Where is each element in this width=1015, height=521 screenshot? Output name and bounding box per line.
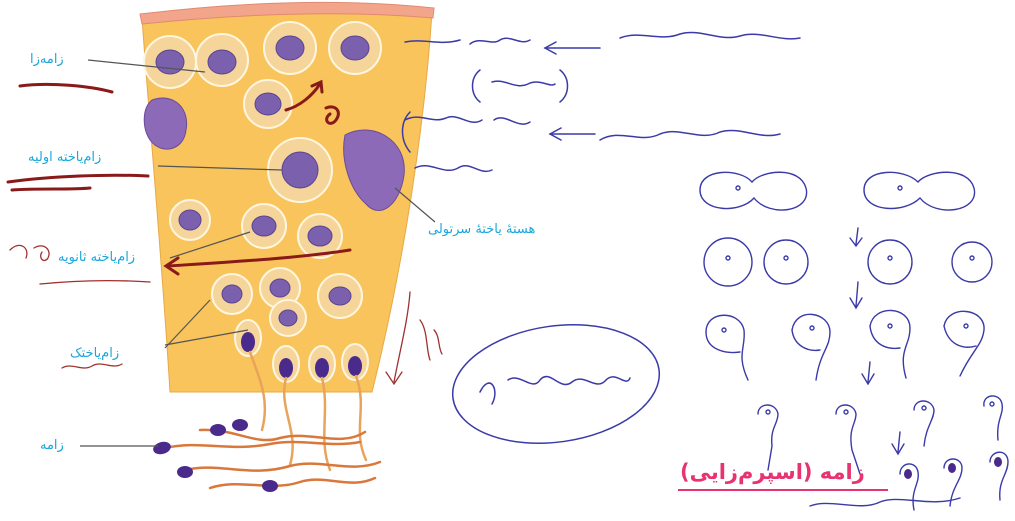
nucleus [270,279,290,297]
red-vertical-arrow [394,292,410,382]
sketch-tailed-cell [792,314,830,380]
oval-text [480,377,630,404]
red-wavy-underline [62,364,122,368]
sketch-cell [764,240,808,284]
blue-text-line-5 [600,130,780,140]
red-scribble-right [420,320,442,360]
red-underline-secondary [40,281,150,284]
nucleus [179,210,201,230]
sketch-dividing-cell [700,172,807,210]
blue-oval-note [445,312,667,456]
spermatid [235,320,261,356]
nucleus [282,152,318,188]
sperm-head [232,419,248,431]
nucleus [329,287,351,305]
nucleus [222,285,242,303]
nucleus [276,36,304,60]
sketch-tailed-cell [944,311,984,376]
sketch-cell [704,238,752,286]
blue-text-line-2 [620,32,800,38]
red-underline-zameza [20,84,112,92]
blue-text-line-4 [405,117,530,124]
nucleus [308,226,332,246]
label-spermatid: زام‌یاختک [70,346,119,362]
spermatid [342,344,368,380]
sertoli-nucleus-left [144,98,186,149]
label-secondary-spermatocyte: زام‌یاخته ثانویه [58,250,135,266]
blue-handwriting [403,32,801,171]
red-underline-primary-2 [12,188,90,190]
page-title: زامه (اسپرم‌زایی) [680,460,865,484]
oval [445,312,667,456]
spermatid [309,346,335,382]
free-sperm-cluster [152,419,380,492]
blue-text-line-3 [492,81,555,86]
sketch-tailed-cell [706,315,748,380]
nucleus [279,310,297,326]
blue-text-line-6 [415,166,492,172]
label-zameza: زامه‌زا [30,52,64,68]
sperm-head [262,480,278,492]
spermatid [273,346,299,382]
sperm-head [177,466,193,478]
sketch-cell [952,242,992,282]
nucleus [208,50,236,74]
sketch-tailed-cell [870,310,910,378]
label-primary-spermatocyte: زام‌یاخته اولیه [28,150,101,166]
sperm-head [210,424,226,436]
nucleus [341,36,369,60]
red-scribble-left [10,245,49,260]
sketch-cell [868,240,912,284]
sketch-sperm [914,401,934,446]
red-underline-primary [8,175,148,182]
sketch-dividing-cell [864,172,975,210]
label-sertoli-nucleus: هستهٔ یاختهٔ سرتولی [428,222,535,238]
sperm-head [152,440,172,456]
label-sperm: زامه [40,438,64,454]
nucleus [156,50,184,74]
nucleus [255,93,281,115]
nucleus [252,216,276,236]
